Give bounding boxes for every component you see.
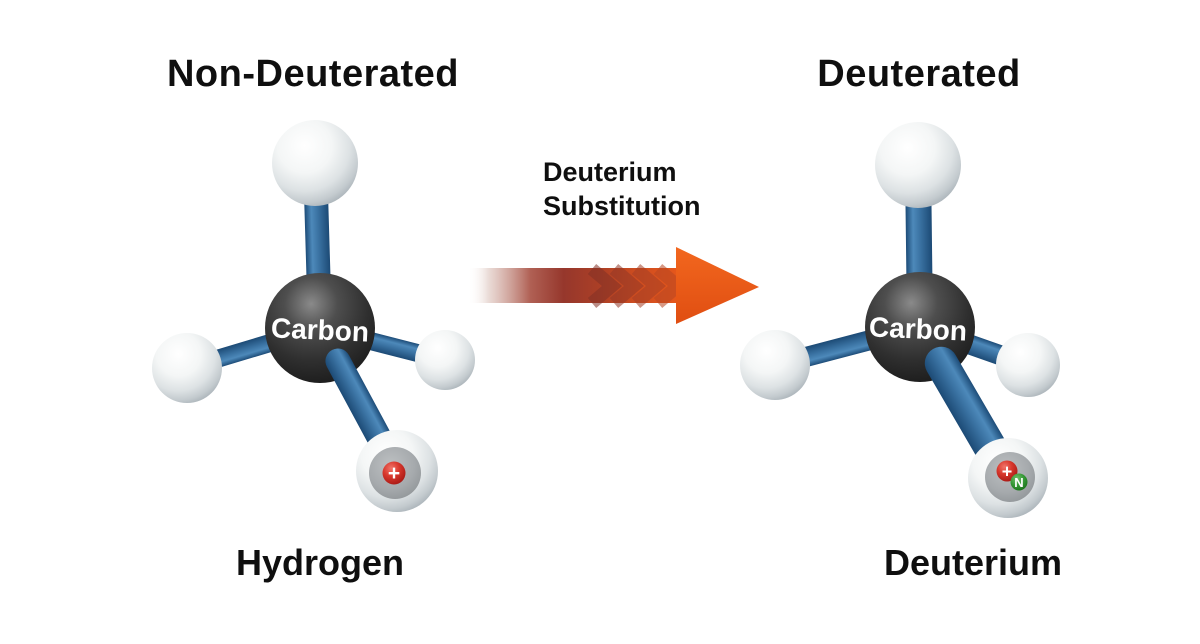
proton-icon [996, 460, 1018, 482]
left-atom-caption: Hydrogen [235, 542, 404, 583]
proton-symbol: + [388, 462, 400, 485]
hydrogen-atom-top [272, 120, 358, 206]
transition-label: Deuterium Substitution [543, 155, 700, 223]
left-molecule: + Carbon [152, 120, 475, 512]
hydrogen-atom-right [996, 333, 1060, 397]
neutron-icon [1010, 473, 1028, 491]
hydrogen-atom-left [740, 330, 810, 400]
proton-icon [382, 461, 406, 485]
right-atom-caption: Deuterium [883, 542, 1063, 583]
carbon-label: Carbon [270, 312, 369, 347]
hydrogen-atom-top [875, 122, 961, 208]
left-title: Non-Deuterated [166, 53, 460, 95]
right-molecule: + N Carbon [740, 122, 1060, 518]
right-title: Deuterated [817, 53, 1021, 95]
arrow-head [676, 247, 759, 324]
proton-symbol: + [1002, 462, 1013, 482]
substitution-arrow-icon [468, 247, 759, 324]
neutron-symbol: N [1014, 475, 1023, 490]
carbon-label: Carbon [868, 311, 967, 346]
transition-label-line1: Deuterium [543, 157, 677, 187]
transition-label-line2: Substitution [543, 191, 701, 221]
hydrogen-atom-left [152, 333, 222, 403]
hydrogen-atom-right [415, 330, 475, 390]
